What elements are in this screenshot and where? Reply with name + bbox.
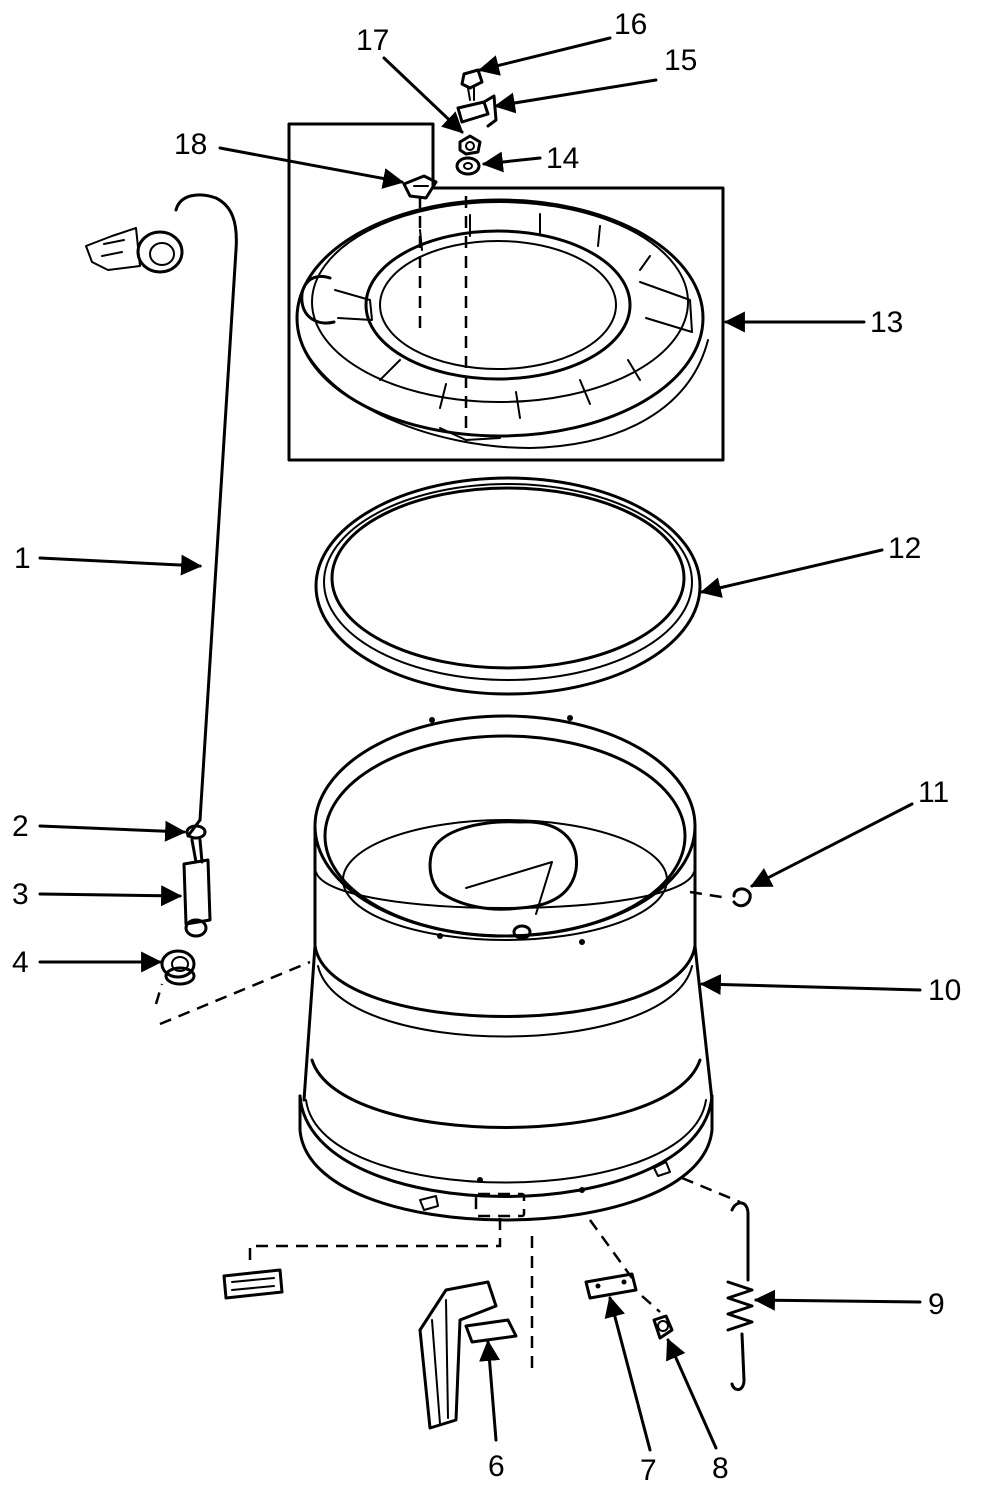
- callout-9: 9: [928, 1288, 945, 1321]
- part-10-tub: [298, 714, 714, 1222]
- part-2-clip: [185, 824, 207, 840]
- part-11-clip: [689, 887, 752, 908]
- callout-4: 4: [12, 946, 29, 979]
- callout-labels: 1 2 3 4 6 7 8 9 10 11 12 13 14 15 16 17 …: [12, 8, 961, 1487]
- part-4-grommet: [160, 949, 196, 986]
- label-plate: [222, 1268, 284, 1300]
- callout-8: 8: [712, 1452, 729, 1485]
- callout-13: 13: [870, 306, 903, 339]
- callout-12: 12: [888, 532, 921, 565]
- callout-17: 17: [356, 24, 389, 57]
- callout-2: 2: [12, 810, 29, 843]
- callout-11: 11: [918, 776, 949, 809]
- callout-10: 10: [928, 974, 961, 1007]
- callout-16: 16: [614, 8, 647, 41]
- part-3-damper: [182, 838, 212, 938]
- part-9-spring: [726, 1201, 754, 1391]
- callout-3: 3: [12, 878, 29, 911]
- part-18-cap: [402, 174, 438, 200]
- part-6-bracket: [418, 1280, 518, 1430]
- part-1-rod: [174, 193, 238, 838]
- motor-sketch: [85, 227, 184, 274]
- part-12-seal-ring: [314, 476, 702, 696]
- callout-7: 7: [640, 1454, 657, 1487]
- part-14-washer: [455, 156, 481, 176]
- part-17-nut: [458, 134, 482, 156]
- callout-15: 15: [664, 44, 697, 77]
- part-8-plug: [652, 1314, 674, 1340]
- callout-14: 14: [546, 142, 579, 175]
- part-16-screw: [460, 68, 484, 101]
- location-lines: [154, 960, 741, 1368]
- callout-6: 6: [488, 1450, 505, 1483]
- part-15-clip: [456, 94, 498, 128]
- part-7-pad: [584, 1272, 638, 1300]
- callout-18: 18: [174, 128, 207, 161]
- callout-1: 1: [14, 542, 31, 575]
- part-13-tub-cover: [295, 196, 709, 449]
- leader-lines: [38, 36, 922, 1452]
